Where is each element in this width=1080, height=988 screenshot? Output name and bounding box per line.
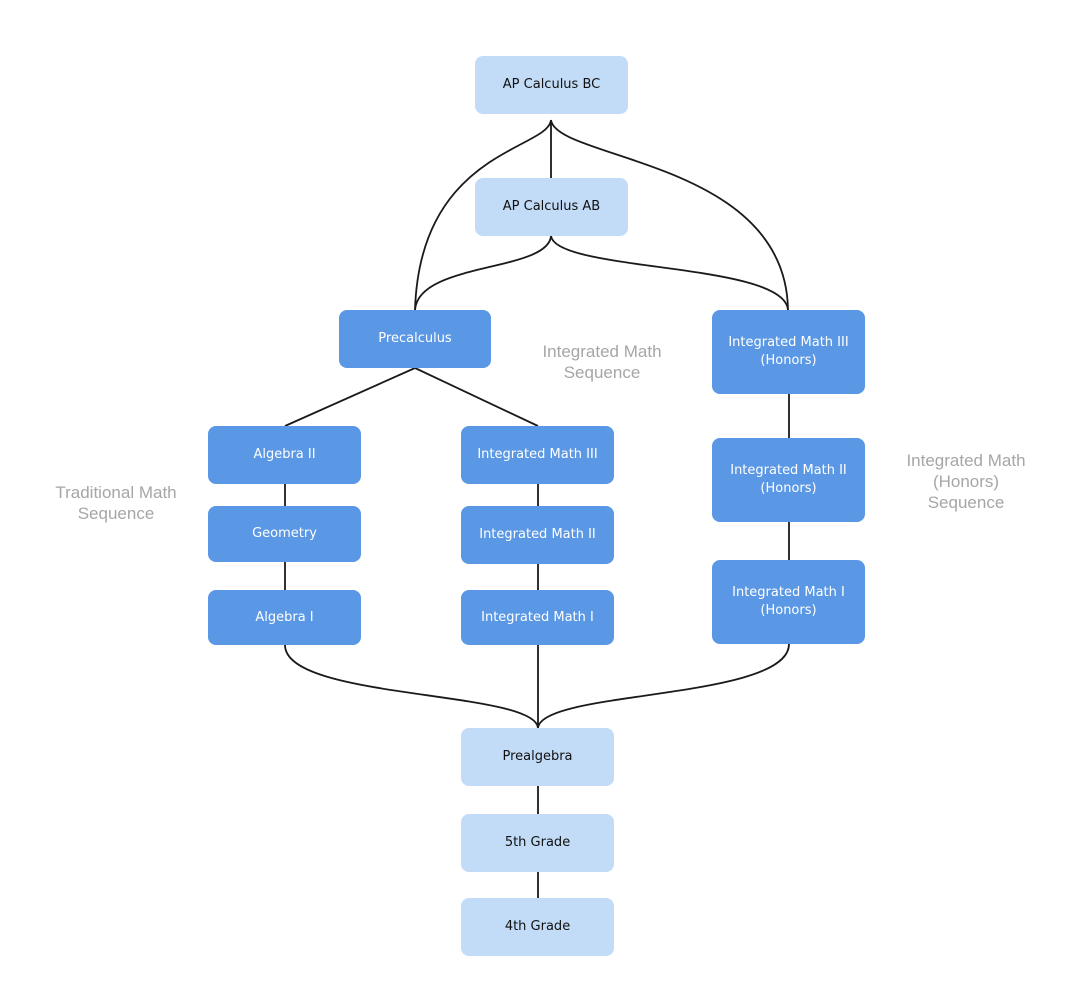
node-integrated-math-2-honors: Integrated Math II (Honors) bbox=[712, 438, 865, 522]
node-integrated-math-3: Integrated Math III bbox=[461, 426, 614, 484]
node-label: Integrated Math I (Honors) bbox=[732, 585, 845, 618]
connector-precalculus-algebra2 bbox=[284, 367, 416, 427]
node-integrated-math-3-honors: Integrated Math III (Honors) bbox=[712, 310, 865, 394]
node-geometry: Geometry bbox=[208, 506, 361, 562]
node-label: Integrated Math I bbox=[481, 609, 594, 625]
label-text: Integrated Math Sequence bbox=[542, 342, 662, 382]
label-traditional-math-sequence: Traditional Math Sequence bbox=[26, 482, 206, 524]
node-5th-grade: 5th Grade bbox=[461, 814, 614, 872]
node-ap-calculus-bc: AP Calculus BC bbox=[475, 56, 628, 114]
label-text: Traditional Math Sequence bbox=[55, 483, 177, 523]
connector-precalculus-im3 bbox=[414, 367, 539, 427]
node-ap-calculus-ab: AP Calculus AB bbox=[475, 178, 628, 236]
node-label: Precalculus bbox=[378, 331, 452, 347]
node-integrated-math-2: Integrated Math II bbox=[461, 506, 614, 564]
label-integrated-math-honors-sequence: Integrated Math (Honors) Sequence bbox=[876, 450, 1056, 513]
label-text: Integrated Math (Honors) Sequence bbox=[906, 451, 1026, 512]
label-integrated-math-sequence: Integrated Math Sequence bbox=[512, 341, 692, 383]
connector-algebra1-prealgebra bbox=[284, 644, 539, 729]
connector-bc-im3-honors bbox=[550, 119, 789, 311]
node-algebra-2: Algebra II bbox=[208, 426, 361, 484]
connector-ab-precalculus bbox=[414, 235, 552, 311]
node-integrated-math-1: Integrated Math I bbox=[461, 590, 614, 645]
node-integrated-math-1-honors: Integrated Math I (Honors) bbox=[712, 560, 865, 644]
node-label: Integrated Math II bbox=[479, 527, 596, 543]
connector-bc-precalculus bbox=[414, 119, 552, 311]
node-label: AP Calculus AB bbox=[502, 199, 601, 215]
node-label: Geometry bbox=[252, 526, 317, 542]
connector-im1h-prealgebra bbox=[537, 643, 790, 729]
node-label: 5th Grade bbox=[504, 835, 571, 851]
node-label: Integrated Math II (Honors) bbox=[730, 463, 847, 496]
node-precalculus: Precalculus bbox=[339, 310, 491, 368]
connector-ab-im3-honors bbox=[550, 235, 789, 311]
node-label: Algebra I bbox=[255, 609, 314, 625]
node-label: Integrated Math III bbox=[477, 447, 598, 463]
node-label: AP Calculus BC bbox=[502, 77, 601, 93]
node-label: 4th Grade bbox=[504, 919, 571, 935]
node-label: Integrated Math III (Honors) bbox=[728, 335, 849, 368]
node-label: Prealgebra bbox=[502, 749, 573, 765]
node-algebra-1: Algebra I bbox=[208, 590, 361, 645]
node-label: Algebra II bbox=[253, 447, 316, 463]
node-4th-grade: 4th Grade bbox=[461, 898, 614, 956]
node-prealgebra: Prealgebra bbox=[461, 728, 614, 786]
